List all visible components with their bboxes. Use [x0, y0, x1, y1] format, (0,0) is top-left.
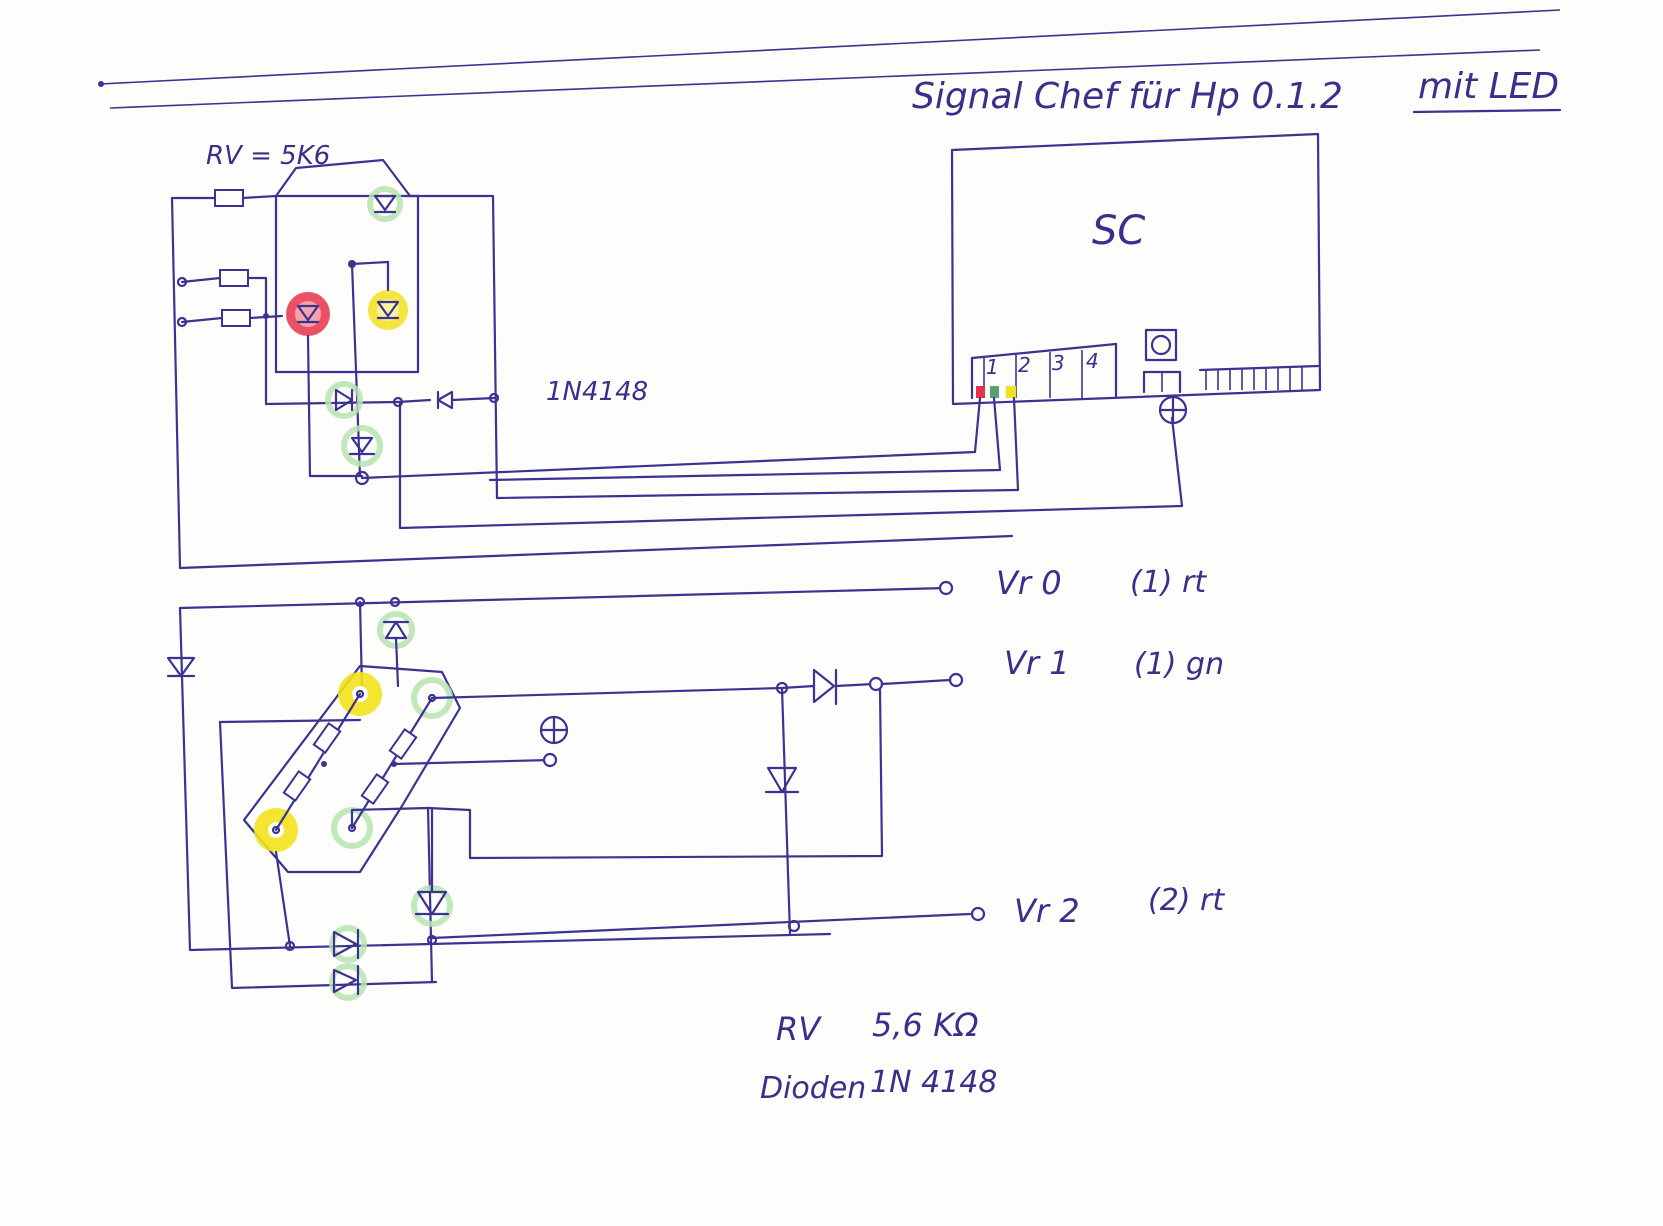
pin-red-mark — [976, 386, 985, 398]
push-button — [1142, 328, 1182, 394]
svg-text:mit LED: mit LED — [1418, 66, 1559, 107]
diode-left — [166, 656, 196, 678]
signal-chef-module: SC 1 2 3 4 — [950, 132, 1322, 425]
resistor-rv-1 — [214, 189, 244, 207]
pin-1-label: 1 — [986, 355, 999, 379]
svg-text:Signal Chef für Hp 0.1.2: Signal Chef für Hp 0.1.2 — [912, 76, 1343, 117]
signal-board — [242, 664, 558, 874]
output-labels: Vr 0 (1) rt Vr 1 (1) gn Vr 2 (2) rt — [996, 564, 1225, 930]
output-vr2-code: (2) rt — [1148, 883, 1225, 918]
diode-d1 — [325, 381, 363, 419]
resistor-rv-3 — [221, 309, 251, 327]
lower-circuit — [166, 580, 986, 1001]
pin-green-mark — [990, 386, 999, 398]
resistor-board-1 — [312, 721, 342, 755]
diode-d3 — [436, 390, 454, 410]
led-yellow — [348, 260, 408, 330]
pin-4-label: 4 — [1086, 349, 1099, 373]
output-vr1-name: Vr 1 — [1004, 644, 1070, 682]
resistor-board-2 — [282, 769, 312, 803]
diode-vr2-mid — [411, 885, 453, 927]
note-diodes-value: 1N 4148 — [870, 1065, 997, 1100]
output-vr0-code: (1) rt — [1130, 565, 1207, 600]
resistor-rv-2 — [219, 269, 249, 287]
terminal-vr0 — [938, 580, 954, 596]
top-border-lines — [98, 9, 1561, 109]
terminal-vr1 — [948, 672, 964, 688]
output-vr2-name: Vr 2 — [1014, 892, 1080, 930]
diode-bottom-2 — [329, 963, 367, 1001]
plus-terminal-vr — [539, 715, 569, 745]
pin-yellow-mark — [1006, 386, 1016, 398]
pin-header — [1198, 364, 1320, 390]
note-diodes-label: Dioden — [760, 1071, 866, 1106]
diode-d2 — [341, 425, 383, 467]
resistor-board-3 — [388, 727, 418, 761]
diode-vr1 — [812, 668, 838, 706]
pin-2-label: 2 — [1018, 353, 1031, 377]
module-label: SC — [1092, 208, 1145, 254]
upper-circuit: RV = 5K6 — [170, 141, 1184, 570]
note-rv-value: 5,6 KΩ — [872, 1006, 979, 1044]
diode-vertical-vr — [764, 766, 800, 794]
led-green-top — [367, 186, 403, 222]
terminal-plus-vr — [542, 752, 558, 768]
terminal-vr2 — [970, 906, 986, 922]
note-rv-label: RV — [776, 1010, 822, 1048]
diode-type-label: 1N4148 — [546, 377, 648, 407]
terminal-block: 1 2 3 4 — [970, 342, 1118, 400]
diagram-title: Signal Chef für Hp 0.1.2 mit LED — [912, 66, 1562, 117]
diode-bottom-1 — [329, 925, 367, 963]
output-vr0-name: Vr 0 — [996, 564, 1062, 602]
output-vr1-code: (1) gn — [1134, 647, 1224, 682]
component-notes: RV 5,6 KΩ Dioden 1N 4148 — [760, 1006, 997, 1106]
resistor-board-4 — [360, 772, 390, 806]
led-red — [286, 292, 330, 336]
pin-3-label: 3 — [1052, 351, 1065, 375]
